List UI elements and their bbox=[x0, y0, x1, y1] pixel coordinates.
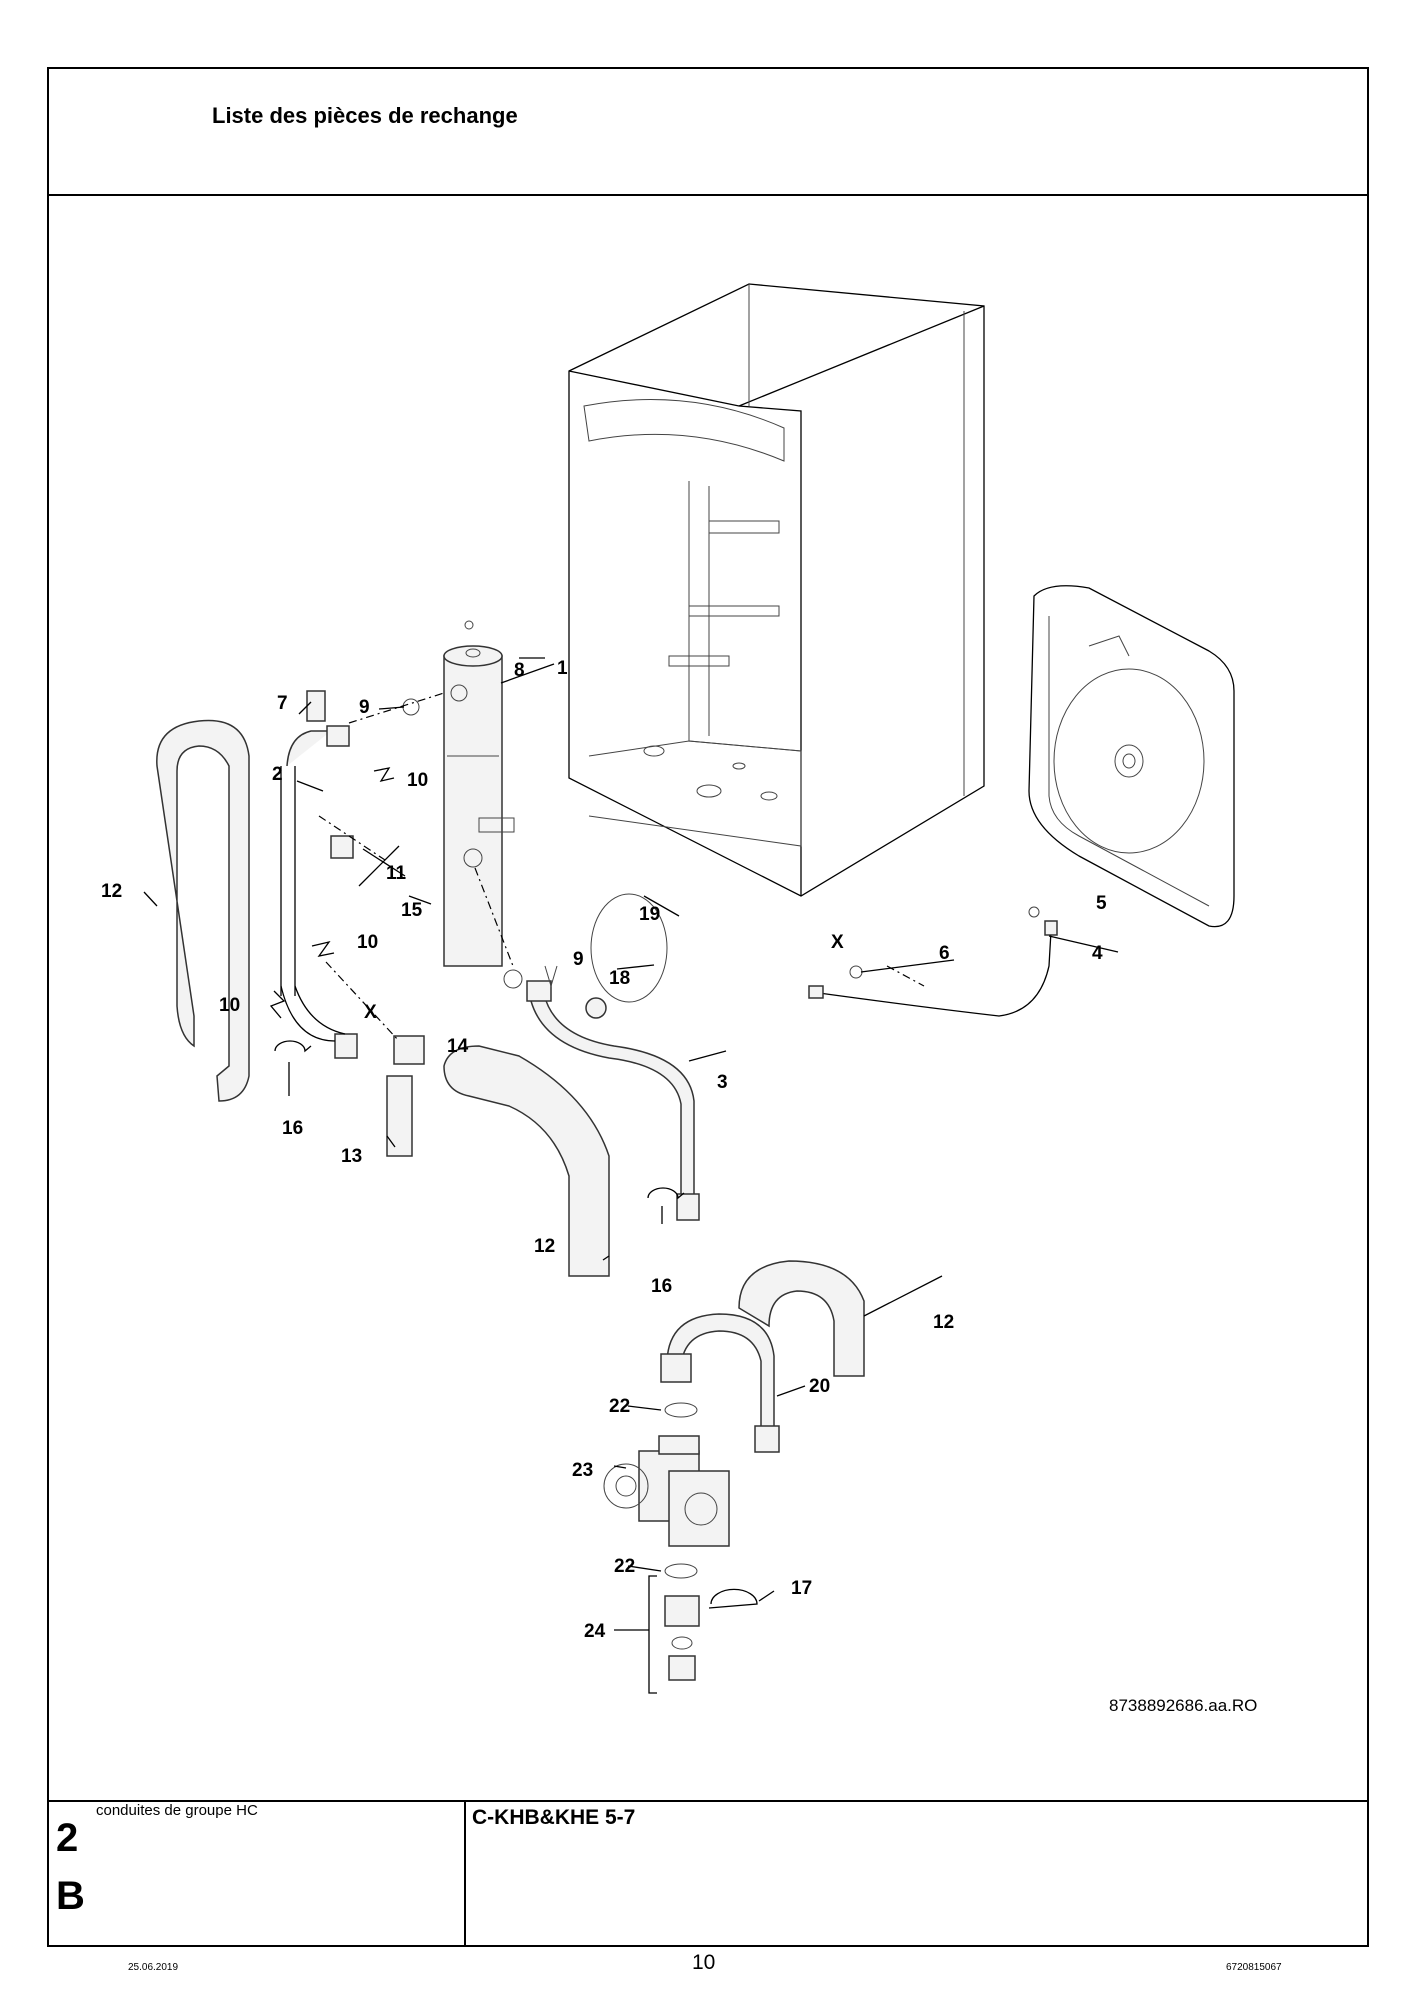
drawing-reference: 8738892686.aa.RO bbox=[1109, 1696, 1257, 1715]
part-10-clip-left bbox=[269, 990, 286, 1019]
part-22-seal-lower bbox=[664, 1563, 698, 1579]
part-label-19: 19 bbox=[639, 904, 660, 925]
document-number: 6720815067 bbox=[1226, 1962, 1282, 1973]
appliance-cabinet bbox=[568, 283, 985, 897]
footer-divider bbox=[47, 1800, 1369, 1802]
part-label-9-lower: 9 bbox=[573, 949, 584, 970]
part-17-clip bbox=[708, 1588, 758, 1609]
part-2-pipe bbox=[286, 730, 331, 767]
part-9-seal-upper bbox=[402, 698, 420, 716]
part-1-heater-tube bbox=[443, 645, 515, 967]
leader-lines bbox=[143, 663, 1119, 1602]
part-15-sensor-cable bbox=[358, 845, 400, 887]
part-label-22-upper: 22 bbox=[609, 1396, 630, 1417]
part-label-10-middle: 10 bbox=[357, 932, 378, 953]
part-label-10-left: 10 bbox=[219, 995, 240, 1016]
part-label-2: 2 bbox=[272, 764, 283, 785]
part-4-hose bbox=[818, 930, 1052, 1017]
part-label-24: 24 bbox=[584, 1621, 606, 1642]
part-10-clip-top bbox=[373, 767, 395, 782]
part-label-16-left: 16 bbox=[282, 1118, 303, 1139]
part-12-pipe-middle bbox=[443, 1045, 610, 1277]
part-label-15: 15 bbox=[401, 900, 423, 921]
part-5-seal bbox=[1028, 906, 1040, 918]
part-12-pipe-left bbox=[156, 719, 250, 1102]
part-7-air-vent bbox=[306, 690, 326, 722]
header-divider bbox=[47, 194, 1369, 196]
exploded-parts-drawing: 8 1 7 9 2 10 11 12 15 19 5 10 X 6 4 9 18… bbox=[101, 283, 1257, 1715]
part-14-safety-valve bbox=[393, 1035, 425, 1065]
part-13-drain-hose bbox=[386, 1075, 413, 1157]
group-caption: conduites de groupe HC bbox=[96, 1802, 258, 1819]
part-23-pump bbox=[603, 1435, 730, 1547]
part-18-clip bbox=[544, 965, 558, 988]
part-label-3: 3 bbox=[717, 1072, 728, 1093]
part-label-17: 17 bbox=[791, 1578, 812, 1599]
part-label-14: 14 bbox=[447, 1036, 469, 1057]
part-label-1: 1 bbox=[557, 658, 568, 679]
page-frame bbox=[47, 67, 1369, 1947]
part-label-4: 4 bbox=[1092, 943, 1103, 964]
part-20-pipe bbox=[666, 1313, 775, 1429]
part-19-cable bbox=[590, 893, 668, 1003]
part-24-fitting-set bbox=[614, 1575, 700, 1694]
part-label-18: 18 bbox=[609, 968, 630, 989]
part-label-13: 13 bbox=[341, 1146, 362, 1167]
part-11-sensor bbox=[330, 835, 354, 859]
part-12-pipe-right bbox=[738, 1260, 865, 1377]
part-label-16-right: 16 bbox=[651, 1276, 672, 1297]
part-label-8: 8 bbox=[514, 660, 525, 681]
group-letter: B bbox=[56, 1874, 85, 1918]
part-10-clip-middle bbox=[311, 940, 335, 957]
part-label-11: 11 bbox=[386, 863, 407, 884]
part-label-x-left: X bbox=[364, 1002, 377, 1023]
part-22-seal-upper bbox=[664, 1402, 698, 1418]
page-number: 10 bbox=[692, 1951, 716, 1974]
part-label-x-right: X bbox=[831, 932, 844, 953]
part-label-7: 7 bbox=[277, 693, 288, 714]
part-label-10-upper: 10 bbox=[407, 770, 428, 791]
group-number: 2 bbox=[56, 1816, 79, 1860]
part-label-12-middle: 12 bbox=[534, 1236, 555, 1257]
page-title: Liste des pièces de rechange bbox=[212, 103, 518, 128]
part-label-6: 6 bbox=[939, 943, 950, 964]
model-name: C-KHB&KHE 5-7 bbox=[472, 1806, 636, 1829]
part-label-12-left: 12 bbox=[101, 881, 122, 902]
part-label-22-lower: 22 bbox=[614, 1556, 635, 1577]
footer-column-divider bbox=[464, 1800, 466, 1947]
part-label-9-upper: 9 bbox=[359, 697, 370, 718]
part-label-20: 20 bbox=[809, 1376, 830, 1397]
part-9-seal-lower bbox=[503, 969, 523, 989]
part-8-plug bbox=[464, 620, 474, 630]
expansion-vessel bbox=[1028, 585, 1235, 928]
part-16-clip-right bbox=[647, 1187, 685, 1200]
part-16-clip-left bbox=[274, 1040, 312, 1053]
part-6-seal bbox=[849, 965, 863, 979]
part-label-12-right: 12 bbox=[933, 1312, 954, 1333]
print-date: 25.06.2019 bbox=[128, 1962, 179, 1973]
part-label-23: 23 bbox=[572, 1460, 593, 1481]
part-label-5: 5 bbox=[1096, 893, 1107, 914]
